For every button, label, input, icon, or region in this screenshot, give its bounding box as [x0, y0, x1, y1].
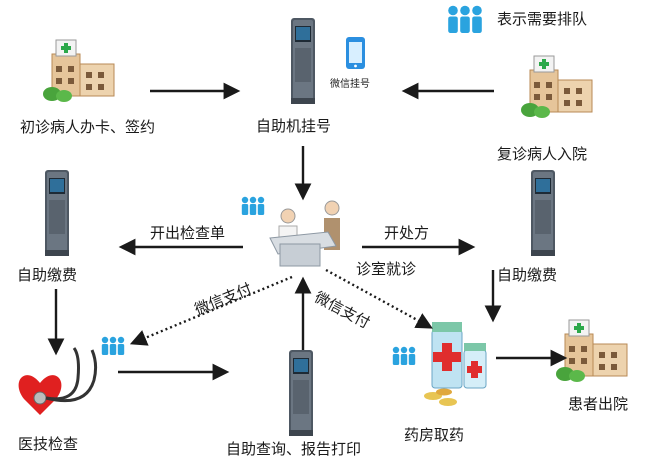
hospital-icon-discharge: [555, 319, 628, 383]
discharge-label: 患者出院: [568, 395, 629, 413]
query-print-label: 自助查询、报告打印: [226, 440, 362, 458]
hospital-icon-return-visit: [520, 55, 593, 119]
consult-label: 诊室就诊: [356, 260, 417, 278]
legend-queue-text: 表示需要排队: [497, 10, 588, 28]
kiosk-icon-pay-right: [531, 170, 555, 256]
issue-exam-label: 开出检查单: [150, 224, 226, 242]
arrow-wechat-pay-left: [129, 275, 293, 346]
stethoscope-heart-icon: [18, 347, 98, 415]
pay-right-label: 自助缴费: [497, 266, 558, 284]
queue-icon-pharmacy: [393, 347, 415, 365]
medicine-bottles-icon: [424, 322, 487, 406]
doctor-consultation-icon: [269, 200, 340, 267]
phone-icon: [346, 37, 365, 69]
medical-exam-label: 医技检查: [18, 435, 79, 453]
arrows: [47, 82, 568, 381]
pay-left-label: 自助缴费: [17, 266, 78, 284]
prescribe-label: 开处方: [384, 224, 430, 242]
kiosk-icon-query-print: [289, 350, 313, 436]
wechat-register-text: 微信挂号: [330, 79, 370, 90]
self-register-label: 自助机挂号: [256, 117, 332, 135]
kiosk-icon-pay-left: [45, 170, 69, 256]
hospital-icon-first-visit: [42, 39, 115, 103]
pharmacy-label: 药房取药: [404, 426, 465, 444]
queue-icon-doctor: [242, 197, 264, 215]
first-visit-label: 初诊病人办卡、签约: [20, 118, 156, 136]
queue-icon-legend: [448, 6, 482, 33]
queue-icon-exam: [102, 337, 124, 355]
kiosk-icon-register: [291, 18, 315, 104]
return-visit-label: 复诊病人入院: [497, 145, 588, 163]
